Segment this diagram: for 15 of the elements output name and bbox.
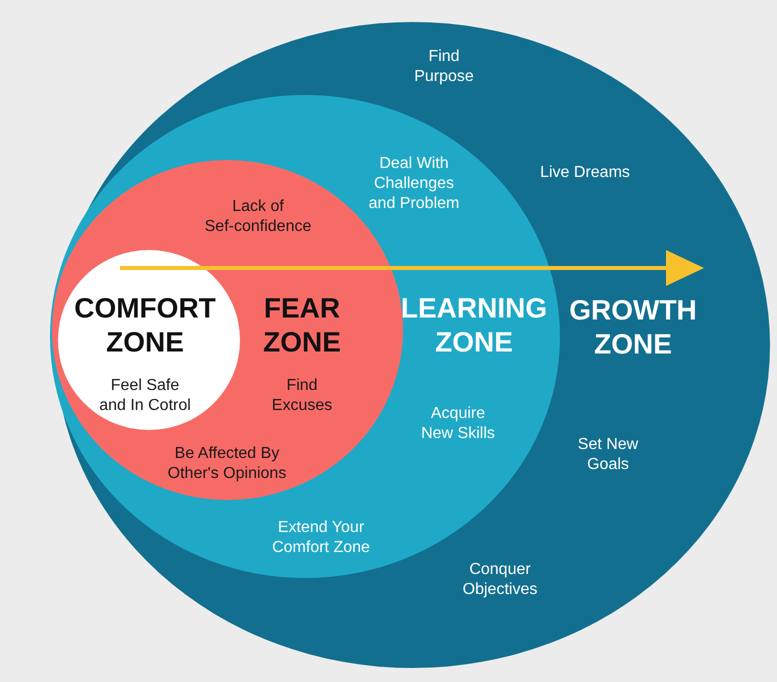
- zone-note: Feel Safe and In Cotrol: [98, 376, 192, 416]
- zone-note: Acquire New Skills: [420, 404, 496, 444]
- zone-note: Set New Goals: [576, 435, 640, 475]
- zone-title: LEARNING ZONE: [400, 291, 548, 359]
- zone-note: Conquer Objectives: [462, 560, 538, 600]
- zone-note: Lack of Sef-confidence: [204, 197, 312, 237]
- zone-note: Extend Your Comfort Zone: [271, 518, 371, 558]
- zone-title: GROWTH ZONE: [568, 293, 698, 361]
- zone-note: Deal With Challenges and Problem: [368, 154, 460, 214]
- zone-note: Find Excuses: [270, 376, 334, 416]
- zone-title: COMFORT ZONE: [73, 291, 217, 359]
- zone-note: Be Affected By Other's Opinions: [166, 444, 288, 484]
- zone-note: Live Dreams: [539, 163, 631, 183]
- zone-title: FEAR ZONE: [262, 291, 342, 359]
- zone-note: Find Purpose: [413, 47, 475, 87]
